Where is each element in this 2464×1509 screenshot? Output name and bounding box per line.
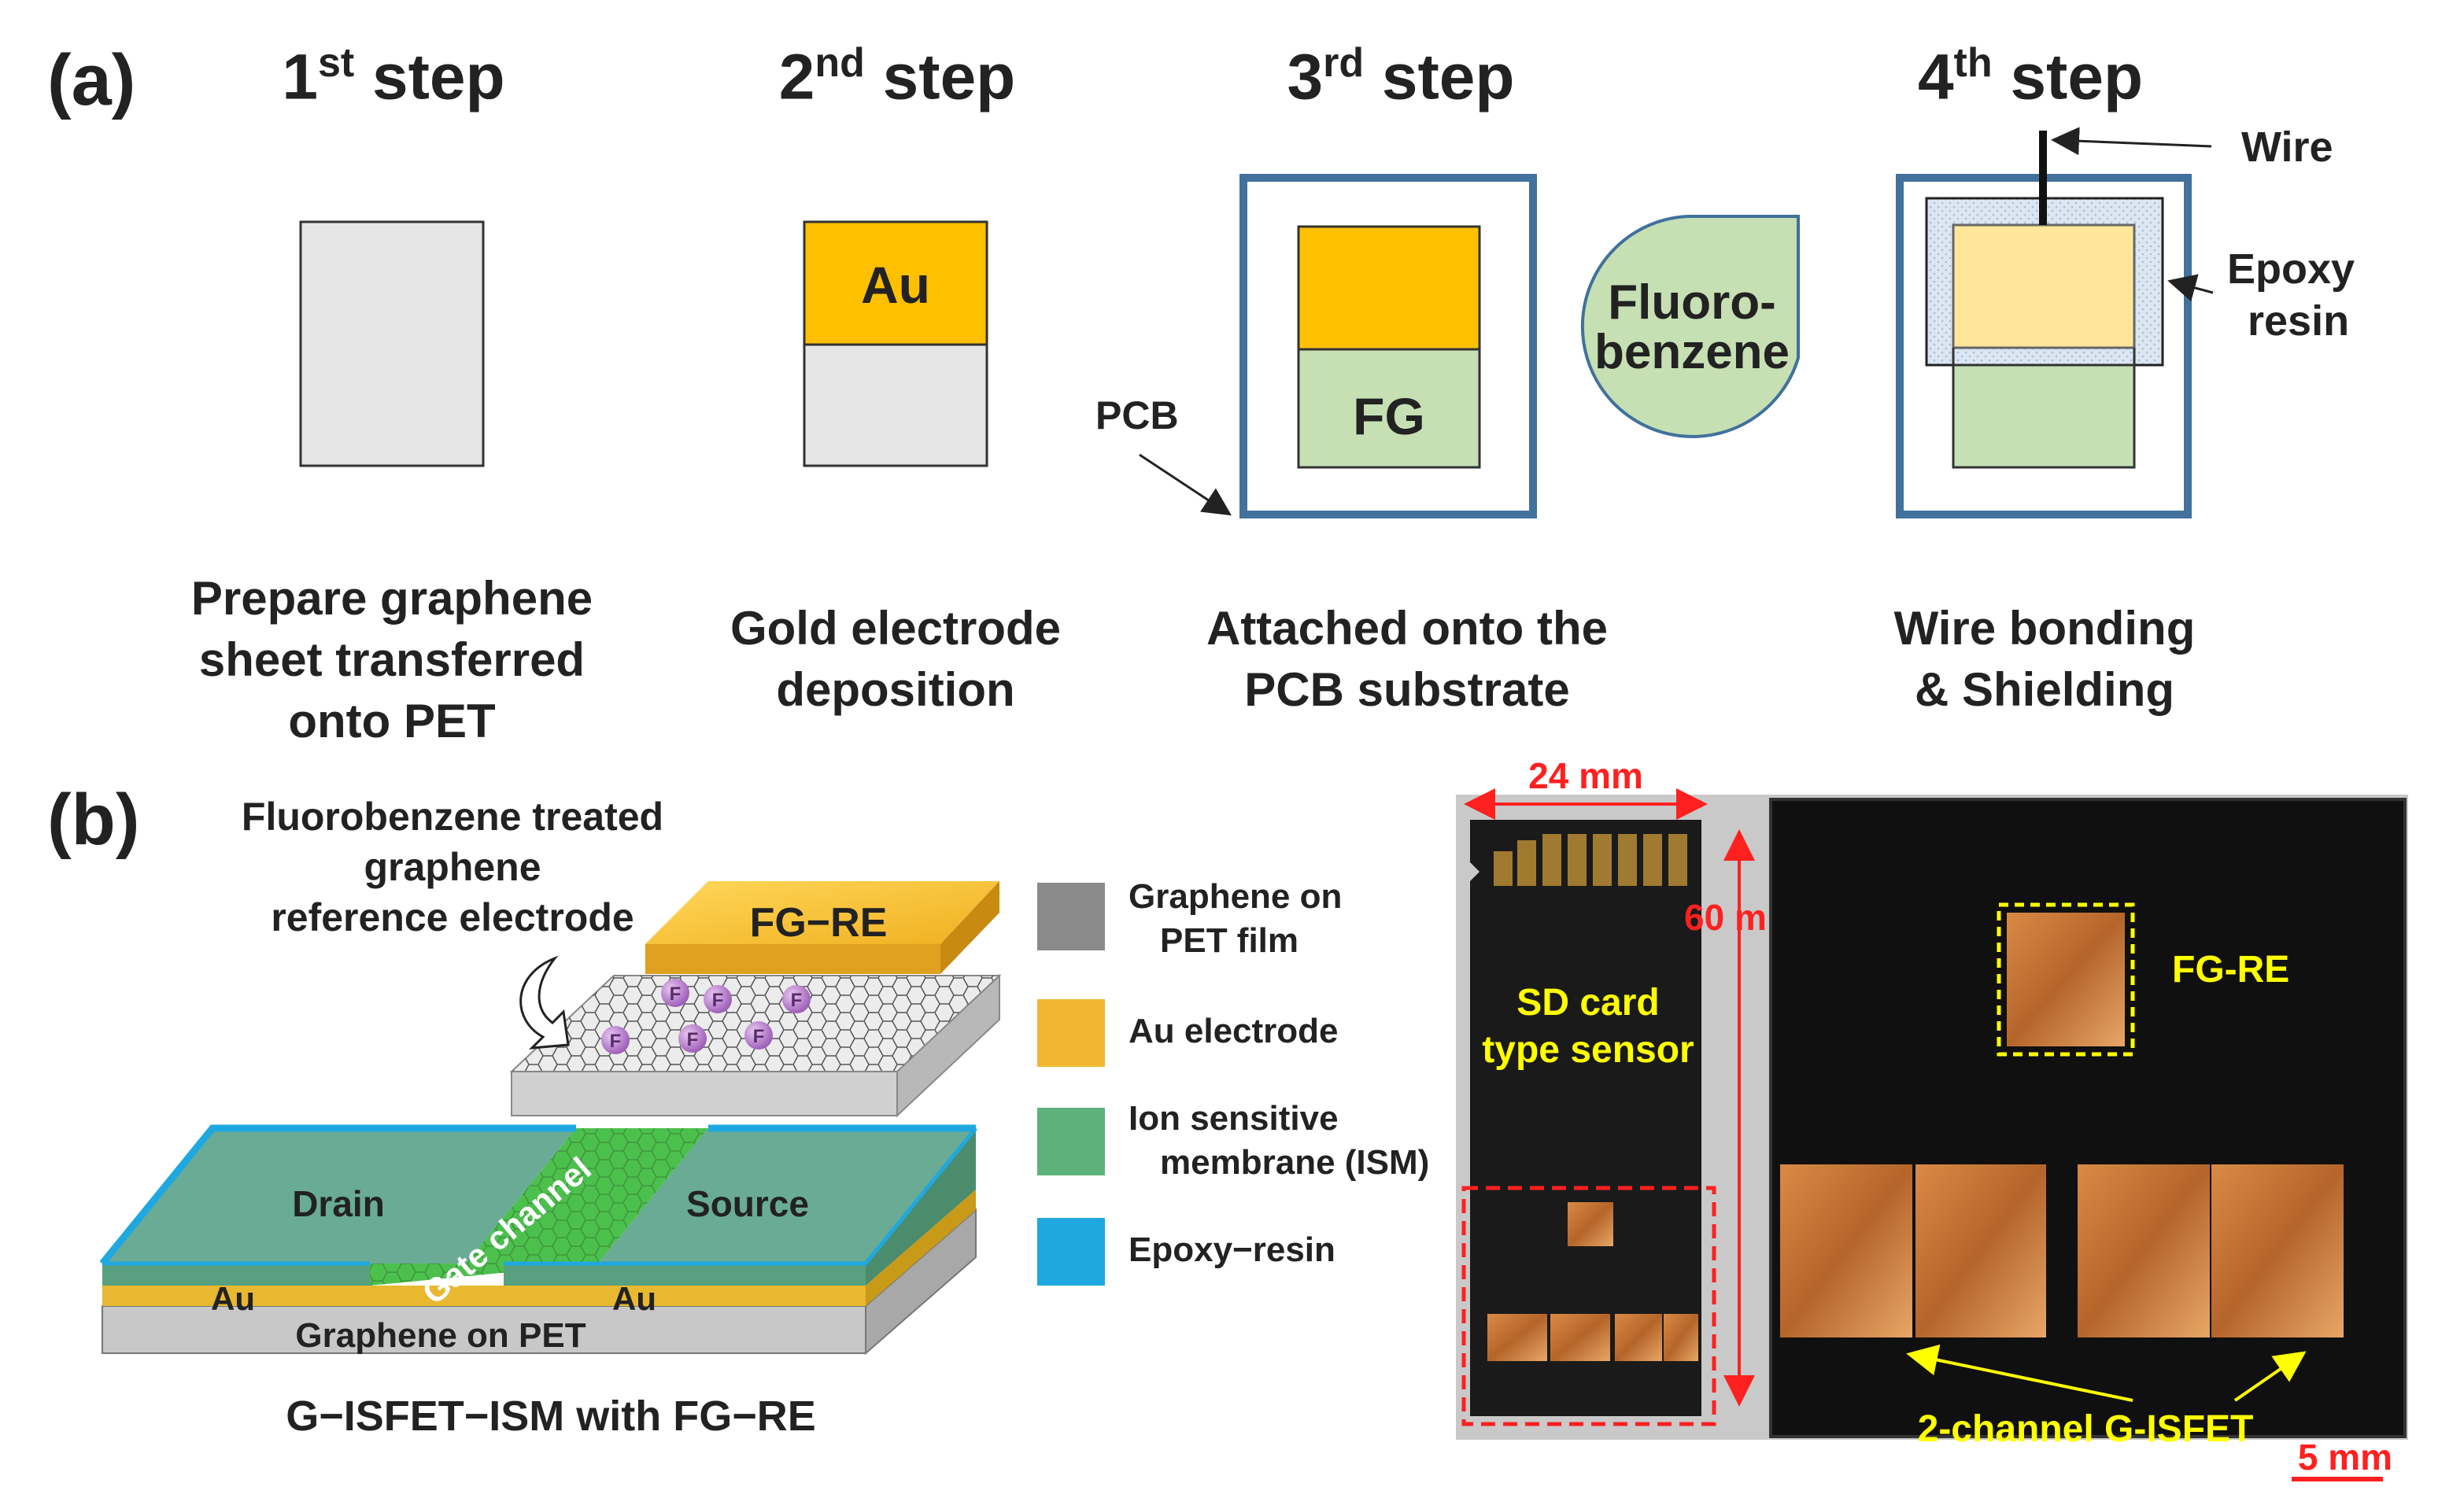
- scale-label: 5 mm: [2298, 1437, 2392, 1478]
- pcb-arrow: [1139, 453, 1232, 516]
- fgre-box: [1997, 902, 2135, 1057]
- drain-label: Drain: [292, 1183, 385, 1224]
- step-2-description: Gold electrode deposition: [730, 602, 1062, 716]
- svg-text:F: F: [712, 990, 724, 1011]
- panel-a-drawings: Au FG PCB Fluoro- benzene Wire Epoxy res…: [299, 124, 2355, 518]
- au-left-label: Au: [211, 1280, 255, 1317]
- source-top: [598, 1128, 976, 1264]
- legend-label-epoxy: Epoxy−resin: [1129, 1230, 1335, 1269]
- sd-card: [1470, 820, 1701, 1416]
- legend-swatch-graphene: [1037, 883, 1105, 950]
- step-3-description: Attached onto the PCB substrate: [1206, 602, 1608, 716]
- re-gray-side: [896, 973, 1000, 1118]
- re-gold-top: [645, 881, 999, 944]
- curved-arrow: [519, 955, 570, 1050]
- re-gray-front: [511, 1071, 898, 1116]
- re-gold-side: [940, 881, 999, 974]
- fg-re-label: FG−RE: [750, 900, 888, 946]
- step1-graphene-sheet: [299, 220, 485, 467]
- step3-fg-label: FG: [1353, 387, 1425, 445]
- legend-label-au: Au electrode: [1129, 1012, 1339, 1050]
- legend-swatch-ism: [1037, 1108, 1105, 1175]
- svg-text:F: F: [670, 983, 682, 1005]
- drain-front: [102, 1264, 370, 1286]
- legend-swatch-epoxy: [1037, 1218, 1105, 1286]
- re-gold-front: [645, 944, 940, 974]
- device-schematic: FG−RE F F F F F F Drain Source Gate chan…: [99, 881, 1002, 1440]
- card-label-line1: SD card: [1516, 982, 1659, 1024]
- panel-b-label: (b): [47, 780, 140, 860]
- step-4-heading: 4th step: [1917, 40, 2144, 113]
- fgre-label: FG-RE: [2172, 949, 2289, 991]
- panel-a-label: (a): [47, 40, 136, 120]
- gate-channel-hex: [370, 1128, 708, 1286]
- fgre-pad: [2007, 913, 2125, 1046]
- source-front: [504, 1264, 866, 1286]
- legend-swatch-au: [1037, 999, 1105, 1067]
- step3-pcb-frame: [1239, 174, 1537, 518]
- wire-label: Wire: [2241, 124, 2333, 171]
- wire-arrow: [2051, 127, 2212, 156]
- step3-gold: [1297, 225, 1481, 351]
- width-label: 24 mm: [1528, 755, 1643, 796]
- isfet-label: 2-channel G-ISFET: [1918, 1408, 2254, 1450]
- epoxy-arrow: [2167, 274, 2214, 302]
- source-label: Source: [686, 1183, 809, 1224]
- isfet-arrow-right: [2233, 1351, 2307, 1402]
- step3-fg: [1297, 348, 1481, 469]
- gold-side: [866, 1190, 976, 1306]
- svg-text:F: F: [687, 1029, 699, 1050]
- step4-gold: [1952, 223, 2136, 349]
- step2-gold: [803, 220, 988, 346]
- zoomed-sensor: [1771, 799, 2405, 1437]
- pcb-label: PCB: [1095, 393, 1179, 437]
- panel-b-title: Fluorobenzene treated graphene reference…: [241, 795, 664, 939]
- isfet-arrow-left: [1906, 1344, 2133, 1402]
- svg-text:F: F: [610, 1031, 622, 1052]
- drop-label-line2: benzene: [1594, 325, 1790, 379]
- step-3-heading: 3rd step: [1287, 40, 1515, 113]
- sensor-photo: 24 mm 60 mm SD card type sensor FG-RE 2-…: [1456, 755, 2408, 1481]
- step-1-description: Prepare graphene sheet transferred onto …: [190, 572, 593, 747]
- isfet-pads: [1780, 1164, 2344, 1337]
- gold-front: [102, 1286, 866, 1306]
- svg-text:F: F: [753, 1026, 765, 1047]
- step4-fg: [1952, 363, 2136, 469]
- epoxy-label-line1: Epoxy: [2227, 245, 2355, 293]
- fluorobenzene-drop: [1580, 215, 1800, 438]
- base-side: [865, 1208, 977, 1356]
- card-label-line2: type sensor: [1482, 1029, 1694, 1071]
- device-caption: G−ISFET−ISM with FG−RE: [286, 1393, 816, 1440]
- step-4-description: Wire bonding & Shielding: [1893, 602, 2196, 716]
- step-2-heading: 2nd step: [778, 40, 1016, 113]
- epoxy-label-line2: resin: [2248, 297, 2349, 345]
- step-1-heading: 1st step: [282, 40, 505, 113]
- source-side: [866, 1128, 976, 1286]
- svg-text:F: F: [791, 990, 803, 1011]
- au-right-label: Au: [612, 1280, 656, 1317]
- drop-label-line1: Fluoro-: [1608, 275, 1776, 330]
- base-label: Graphene on PET: [295, 1316, 586, 1355]
- drain-top: [102, 1128, 576, 1264]
- step2-au-label: Au: [861, 256, 930, 314]
- step2-graphene: [803, 343, 988, 467]
- sd-card-contacts: [1494, 834, 1687, 886]
- f-atoms: F F F F F F: [601, 979, 811, 1054]
